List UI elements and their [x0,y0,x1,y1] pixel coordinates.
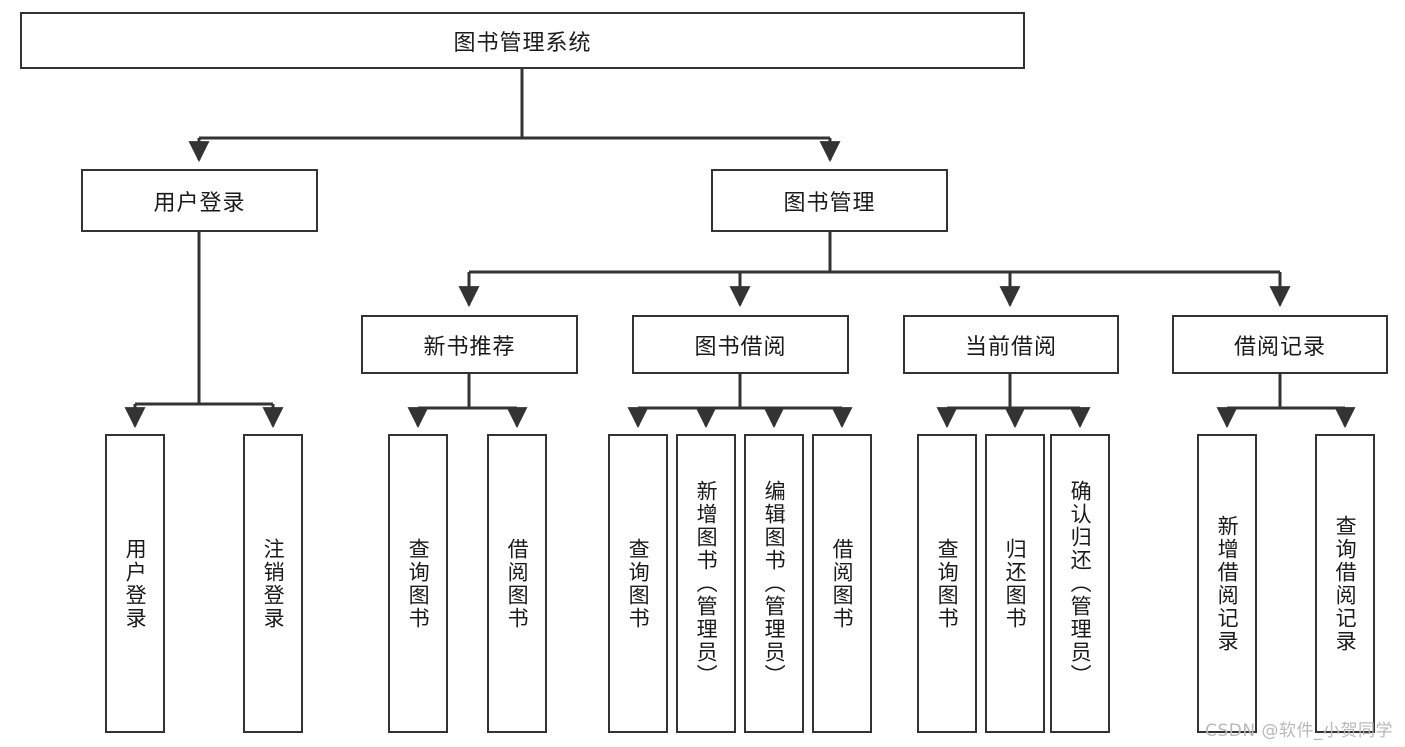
node-leaf-user-logout[interactable]: 注销登录 [243,434,303,733]
node-borrow-record[interactable]: 借阅记录 [1172,315,1388,374]
node-root-label: 图书管理系统 [453,30,592,56]
node-leaf-borrow-book[interactable]: 借阅图书 [812,434,872,733]
node-leaf-return-book-label: 归还图书 [1003,537,1028,630]
node-root[interactable]: 图书管理系统 [20,12,1025,69]
node-current-borrow-label: 当前借阅 [964,334,1057,360]
node-book-borrow[interactable]: 图书借阅 [632,315,849,374]
node-leaf-add-book[interactable]: 新增图书（管理员） [676,434,736,733]
node-leaf-confirm-return-label: 确认归还（管理员） [1068,480,1093,687]
node-leaf-query-book-borrow-label: 查询图书 [626,537,651,630]
node-leaf-edit-book[interactable]: 编辑图书（管理员） [744,434,804,733]
node-leaf-user-login[interactable]: 用户登录 [105,434,165,733]
node-leaf-borrow-book-recommend-label: 借阅图书 [505,537,530,630]
node-leaf-user-login-label: 用户登录 [123,537,148,630]
node-leaf-query-borrow-record[interactable]: 查询借阅记录 [1315,434,1375,733]
node-book-management[interactable]: 图书管理 [711,169,948,232]
node-leaf-query-book-borrow[interactable]: 查询图书 [608,434,668,733]
node-leaf-add-borrow-record[interactable]: 新增借阅记录 [1197,434,1257,733]
node-leaf-query-book-current[interactable]: 查询图书 [917,434,977,733]
node-leaf-confirm-return[interactable]: 确认归还（管理员） [1050,434,1110,733]
node-book-borrow-label: 图书借阅 [694,334,787,360]
node-book-management-label: 图书管理 [783,190,876,216]
node-user-login-label: 用户登录 [153,190,246,216]
node-leaf-borrow-book-label: 借阅图书 [830,537,855,630]
node-leaf-edit-book-label: 编辑图书（管理员） [762,480,787,687]
node-leaf-borrow-book-recommend[interactable]: 借阅图书 [487,434,547,733]
node-leaf-return-book[interactable]: 归还图书 [985,434,1045,733]
node-borrow-record-label: 借阅记录 [1233,334,1326,360]
node-current-borrow[interactable]: 当前借阅 [903,315,1119,374]
node-leaf-user-logout-label: 注销登录 [261,537,286,630]
node-leaf-add-borrow-record-label: 新增借阅记录 [1215,514,1240,653]
node-user-login[interactable]: 用户登录 [81,169,318,232]
node-new-book-recommend-label: 新书推荐 [423,334,516,360]
node-leaf-query-book-recommend[interactable]: 查询图书 [388,434,448,733]
node-leaf-add-book-label: 新增图书（管理员） [694,480,719,687]
node-new-book-recommend[interactable]: 新书推荐 [361,315,578,374]
node-leaf-query-book-current-label: 查询图书 [935,537,960,630]
node-leaf-query-borrow-record-label: 查询借阅记录 [1333,514,1358,653]
node-leaf-query-book-recommend-label: 查询图书 [406,537,431,630]
